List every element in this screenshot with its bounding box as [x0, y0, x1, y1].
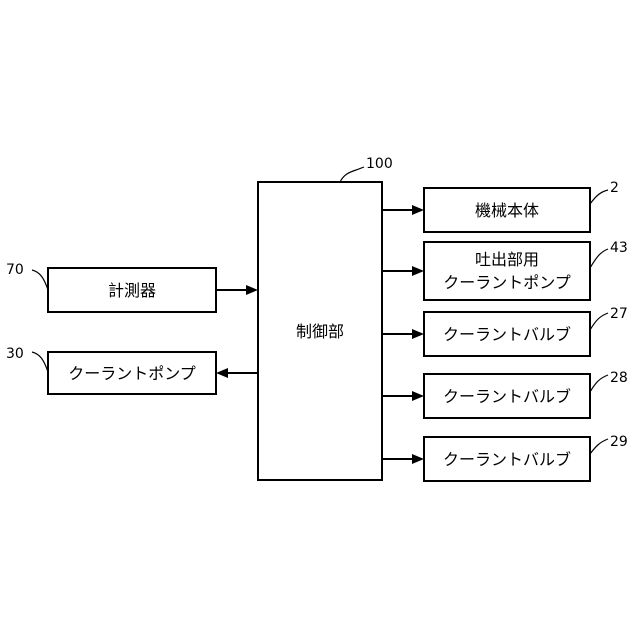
coolant-pump-ref-leader: [32, 352, 48, 372]
coolant-valve-28-label: クーラントバルブ: [443, 387, 571, 406]
discharge-coolant-pump-ref-leader: [590, 249, 608, 268]
controller-to-coolant-pump-arrowhead: [216, 368, 228, 378]
controller-ref-leader: [340, 167, 364, 182]
discharge-coolant-pump-ref: 43: [610, 240, 628, 256]
meter-ref-leader: [32, 270, 48, 290]
controller-ref: 100: [366, 156, 393, 172]
meter-ref: 70: [6, 262, 24, 278]
coolant-valve-29-label: クーラントバルブ: [443, 450, 571, 469]
discharge-coolant-pump-label-line2: クーラントポンプ: [443, 273, 571, 292]
controller-label: 制御部: [296, 322, 344, 341]
controller-to-coolant-valve-29-arrowhead: [412, 454, 424, 464]
machine-body-label: 機械本体: [475, 201, 539, 220]
meter-label: 計測器: [108, 281, 156, 300]
controller-to-discharge-coolant-pump-arrowhead: [412, 266, 424, 276]
coolant-pump-label: クーラントポンプ: [68, 364, 196, 383]
discharge-coolant-pump-label-line1: 吐出部用: [475, 250, 539, 269]
machine-body-ref: 2: [610, 180, 619, 196]
controller-to-machine-body-arrowhead: [412, 205, 424, 215]
coolant-valve-29-ref: 29: [610, 434, 628, 450]
controller-to-coolant-valve-27-arrowhead: [412, 329, 424, 339]
controller-to-coolant-valve-28-arrowhead: [412, 391, 424, 401]
coolant-valve-28-ref: 28: [610, 370, 628, 386]
machine-body-ref-leader: [590, 190, 608, 204]
coolant-valve-27-ref-leader: [590, 313, 608, 330]
meter-to-controller-arrowhead: [246, 285, 258, 295]
coolant-valve-27-ref: 27: [610, 306, 628, 322]
coolant-pump-ref: 30: [6, 346, 24, 362]
coolant-valve-27-label: クーラントバルブ: [443, 325, 571, 344]
coolant-valve-29-ref-leader: [590, 439, 608, 454]
coolant-valve-28-ref-leader: [590, 375, 608, 392]
